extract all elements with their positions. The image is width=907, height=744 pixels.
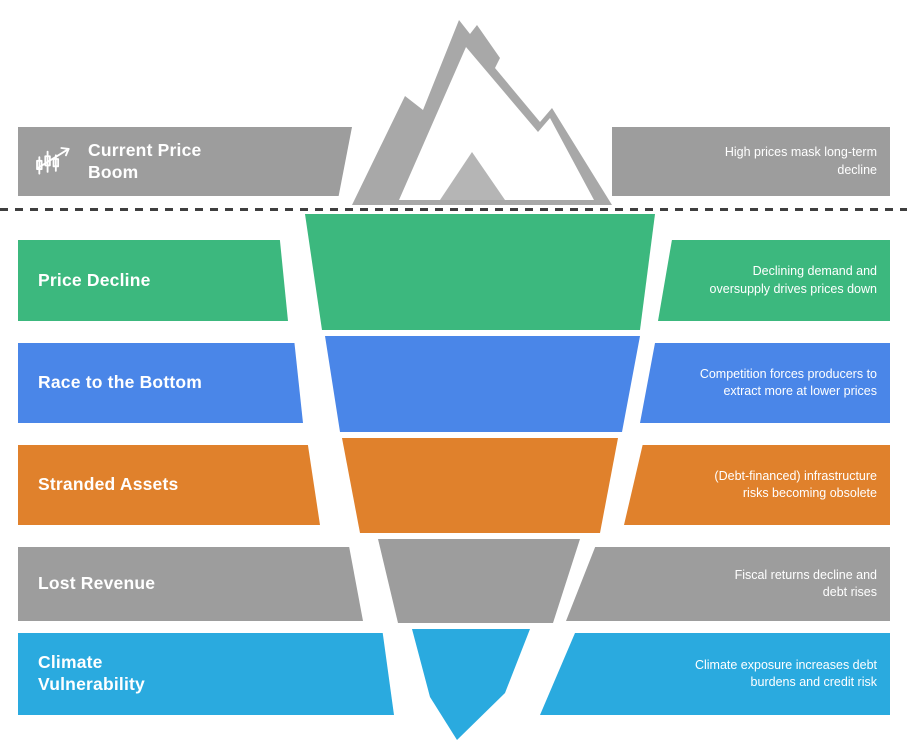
race-to-bottom-description: Competition forces producers to extract … [699,366,877,398]
price-chart-icon [32,140,76,184]
climate-vulnerability-description: Climate exposure increases debt burdens … [694,657,877,689]
race-to-bottom-description-bar: Competition forces producers to extract … [640,343,890,423]
iceberg-band-stranded-assets [342,438,618,533]
surface-title: Current Price Boom [88,139,202,182]
climate-vulnerability-description-bar: Climate exposure increases debt burdens … [540,633,890,715]
stranded-assets-description-bar: (Debt-financed) infrastructure risks bec… [624,445,890,525]
waterline-divider [0,208,907,211]
surface-label-bar: Current Price Boom [18,127,352,196]
race-to-bottom-title: Race to the Bottom [38,372,203,393]
price-decline-description: Declining demand and oversupply drives p… [709,264,877,296]
surface-description-bar: High prices mask long-term decline [612,127,890,196]
iceberg-band-lost-revenue [378,539,580,623]
climate-vulnerability-title: Climate Vulnerability [38,652,145,694]
surface-description: High prices mask long-term decline [724,145,877,177]
race-to-bottom-label-bar: Race to the Bottom [18,343,303,423]
iceberg-band-race-to-bottom [325,336,640,432]
stranded-assets-label-bar: Stranded Assets [18,445,320,525]
stranded-assets-description: (Debt-financed) infrastructure risks bec… [714,468,877,500]
price-decline-title: Price Decline [38,269,151,290]
iceberg-band-climate [412,629,530,740]
iceberg-band-price-decline [305,214,655,330]
price-decline-description-bar: Declining demand and oversupply drives p… [658,240,890,321]
iceberg-peak-face [399,47,594,200]
lost-revenue-label-bar: Lost Revenue [18,547,363,621]
climate-vulnerability-label-bar: Climate Vulnerability [18,633,394,715]
lost-revenue-description-bar: Fiscal returns decline and debt rises [566,547,890,621]
iceberg-peak-shade [440,152,505,200]
lost-revenue-title: Lost Revenue [38,573,156,594]
lost-revenue-description: Fiscal returns decline and debt rises [734,567,877,599]
price-decline-label-bar: Price Decline [18,240,288,321]
stranded-assets-title: Stranded Assets [38,474,179,495]
